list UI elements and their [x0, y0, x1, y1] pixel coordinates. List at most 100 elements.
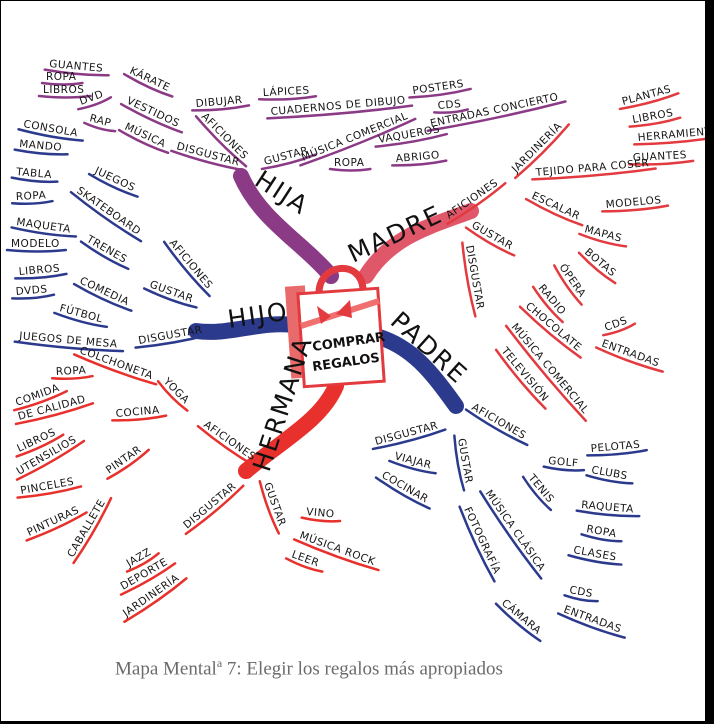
hija-topic-label: LIBROS	[43, 84, 84, 96]
hijo-topic-label: AFICIONES	[167, 237, 215, 291]
padre-topic-label: COCINAR	[380, 469, 431, 505]
hijo-topic-line	[13, 148, 69, 156]
hermana-topic-line	[284, 557, 324, 573]
padre-topic-label: ROPA	[585, 523, 617, 540]
padre-topic-line	[521, 475, 553, 512]
hija-topic-line	[83, 121, 117, 133]
hija-topic-label: ROPA	[46, 71, 77, 83]
hijo-topic-label: GUSTAR	[148, 279, 195, 306]
hijo-topic-line	[69, 190, 143, 243]
padre-topic-label: PELOTAS	[590, 439, 641, 455]
madre-topic-line	[446, 181, 507, 226]
hijo-topic-line	[11, 293, 56, 300]
madre-topic-line	[531, 285, 564, 324]
branch-title-hermana: HERMANA	[247, 332, 318, 475]
hija-topic-line	[433, 108, 469, 114]
padre-topic-line	[464, 408, 529, 447]
hermana-topic-line	[72, 353, 158, 386]
hija-topic-line	[266, 104, 414, 120]
padre-topic-label: RAQUETA	[581, 499, 635, 516]
madre-topic-line	[514, 123, 571, 180]
padre-topic-line	[371, 428, 447, 451]
hermana-topic-line	[196, 424, 258, 468]
madre-topic-line	[633, 135, 705, 146]
hijo-topic-label: MODELO	[11, 238, 60, 250]
hermana-topic-line	[106, 448, 150, 481]
padre-topic-line	[453, 434, 466, 492]
hijo-topic-line	[10, 199, 54, 206]
hijo-topic-line	[10, 176, 59, 184]
hija-topic-line	[122, 72, 174, 98]
madre-topic-line	[494, 348, 547, 410]
hermana-topic-line	[258, 480, 281, 535]
padre-topic-label: AFICIONES	[470, 401, 529, 442]
hermana-topic-line	[123, 577, 188, 624]
hijo-topic-line	[14, 272, 68, 280]
figure-caption: Mapa Mentala 7: Elegir los regalos más a…	[115, 656, 503, 680]
hijo-topic-line	[17, 128, 84, 142]
hija-topic-line	[391, 159, 448, 167]
madre-topic-line	[601, 204, 670, 213]
madre-topic-line	[578, 232, 628, 248]
hijo-topic-line	[53, 311, 109, 329]
hijo-topic-label: ROPA	[16, 189, 47, 203]
madre-topic-line	[594, 346, 664, 373]
hija-topic-label: ABRIGO	[395, 149, 440, 165]
padre-topic-line	[563, 594, 599, 603]
hija-topic-line	[408, 87, 472, 99]
hijo-topic-line	[10, 226, 78, 238]
hermana-topic-line	[184, 484, 245, 536]
madre-topic-label: HERRAMIENT	[637, 126, 705, 144]
padre-topic-line	[567, 554, 623, 566]
hermana-topic-line	[15, 433, 65, 458]
hermana-topic-line	[14, 402, 95, 426]
caption-rest: 7: Elegir los regalos más apropiados	[222, 658, 503, 680]
hijo-topic-line	[87, 172, 139, 198]
hermana-topic-line	[15, 439, 86, 481]
hijo-topic-line	[79, 240, 130, 271]
hija-topic-line	[194, 115, 248, 168]
madre-topic-line	[628, 116, 682, 128]
madre-topic-line	[602, 322, 637, 337]
padre-topic-line	[542, 465, 586, 472]
madre-topic-line	[518, 305, 582, 359]
madre-topic-label: MODELOS	[605, 194, 662, 211]
hija-topic-label: CDS	[437, 98, 462, 112]
hermana-topic-line	[25, 511, 88, 542]
hermana-topic-label: GUSTAR	[261, 481, 288, 528]
hija-topic-line	[170, 149, 245, 172]
branch-madre	[358, 203, 479, 284]
hijo-topic-line	[5, 248, 68, 253]
hijo-topic-label: LIBROS	[18, 262, 60, 278]
padre-topic-line	[478, 490, 543, 580]
madre-topic-line	[524, 197, 584, 227]
hermana-topic-line	[50, 374, 94, 381]
padre-topic-line	[586, 448, 648, 457]
padre-topic-label: DISGUSTAR	[374, 420, 440, 448]
hermana-topic-line	[16, 485, 83, 499]
padre-topic-label: CDS	[568, 584, 593, 600]
madre-topic-line	[531, 167, 657, 181]
padre-topic-line	[556, 612, 626, 639]
hija-topic-line	[426, 100, 567, 133]
madre-topic-line	[618, 92, 680, 111]
hija-topic-label: DIBUJAR	[195, 94, 243, 110]
hermana-topic-line	[156, 380, 189, 412]
padre-topic-label: GOLF	[548, 455, 579, 470]
hija-topic-label: GUANTES	[49, 58, 104, 75]
hijo-topic-label: TABLA	[15, 166, 53, 181]
hijo-topic-line	[134, 333, 211, 349]
hermana-topic-line	[119, 562, 177, 596]
hija-topic-line	[40, 81, 84, 86]
hija-topic-line	[119, 102, 184, 134]
branch-padre	[368, 328, 464, 414]
caption-superscript: a	[216, 656, 223, 670]
padre-topic-line	[575, 509, 641, 518]
padre-topic-line	[374, 476, 431, 510]
padre-topic-line	[494, 602, 542, 643]
hermana-topic-label: ROPA	[56, 364, 87, 378]
madre-topic-line	[504, 324, 588, 423]
hermana-topic-line	[125, 552, 160, 573]
hijo-topic-line	[72, 282, 133, 312]
